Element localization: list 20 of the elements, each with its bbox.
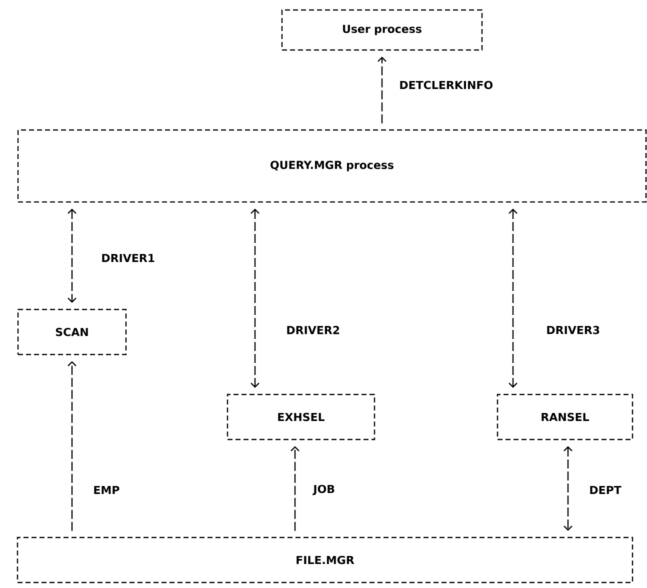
- process-box: QUERY.MGR process: [17, 129, 647, 203]
- arrow: [250, 208, 260, 388]
- arrow: [378, 56, 386, 124]
- edge-label: DRIVER1: [102, 254, 154, 262]
- edge-label: DETCLERKINFO: [400, 80, 493, 90]
- arrow: [508, 208, 518, 388]
- edge-label: JOB: [312, 484, 334, 496]
- process-box: RANSEL: [496, 394, 634, 440]
- arrow: [290, 446, 300, 531]
- edge-label: DRIVER2: [287, 326, 340, 334]
- arrow: [68, 208, 76, 303]
- process-box: EXHSEL: [226, 394, 376, 440]
- arrow: [68, 361, 76, 531]
- process-box: FILE.MGR: [16, 536, 634, 584]
- edge-label: EMP: [94, 486, 120, 494]
- process-box: User process: [281, 9, 483, 51]
- edge-label: DRIVER3: [547, 326, 600, 334]
- edge-label: DEPT: [590, 486, 622, 494]
- process-box: SCAN: [17, 308, 127, 356]
- arrow: [564, 446, 572, 531]
